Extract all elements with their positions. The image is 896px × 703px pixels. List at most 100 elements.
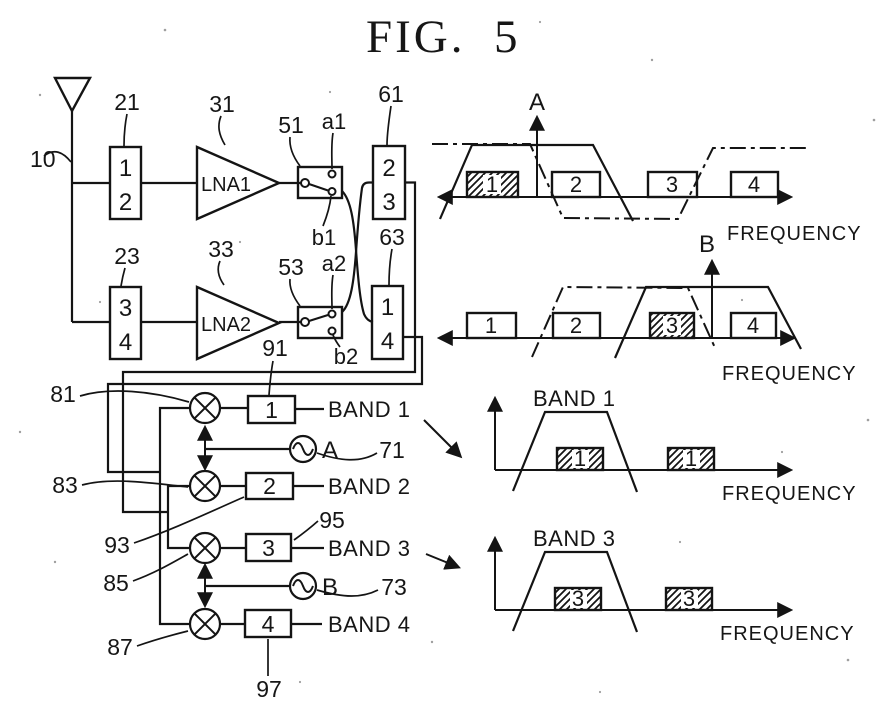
antenna-icon xyxy=(53,76,93,322)
band1-plot-pointer xyxy=(423,419,463,459)
filter-63-band-4: 4 xyxy=(381,328,394,355)
if-band1-plot: 1 1 BAND 1 FREQUENCY xyxy=(487,386,857,505)
ref-87-label: 87 xyxy=(107,634,133,660)
duplexer-23-band-3: 3 xyxy=(119,295,132,322)
if-band3-title: BAND 3 xyxy=(533,526,615,551)
filter-61-band-3: 3 xyxy=(382,189,395,216)
ref-b2-leader xyxy=(332,334,341,348)
ref-21-label: 21 xyxy=(114,89,140,115)
if-filter-95-num: 3 xyxy=(262,535,275,561)
if-filter-93-num: 2 xyxy=(263,473,276,499)
spectrum-b-band-2-num: 2 xyxy=(570,313,582,338)
filter-63-band-1: 1 xyxy=(381,294,394,321)
spectrum-a-band-1: 1 xyxy=(465,170,520,199)
spectrum-b-band-3-num: 3 xyxy=(666,313,678,338)
spectrum-b-marker-label: B xyxy=(699,231,715,258)
if-band3-plot: 3 3 BAND 3 FREQUENCY xyxy=(487,526,855,645)
mixer-83 xyxy=(188,469,222,503)
ref-81-leader xyxy=(79,390,190,403)
ref-33-label: 33 xyxy=(208,236,234,262)
ref-63-leader xyxy=(388,248,393,286)
if-filter-97: 4 xyxy=(243,608,293,639)
duplexer-filter-21: 1 2 xyxy=(108,145,143,221)
ref-83-label: 83 xyxy=(52,472,78,498)
ref-91-leader xyxy=(268,360,274,396)
ref-85-label: 85 xyxy=(103,570,129,596)
spectrum-a-xlabel: FREQUENCY xyxy=(727,223,862,245)
if-band3-filter-response xyxy=(511,550,639,633)
if-filter-97-num: 4 xyxy=(262,611,275,637)
ref-b1-label: b1 xyxy=(312,225,336,250)
ref-93-leader xyxy=(133,496,245,544)
spectrum-b-band-3: 3 xyxy=(648,311,696,340)
if-band3-block-1: 3 xyxy=(553,586,603,612)
mixer-output-wires xyxy=(220,406,324,626)
spectrum-a-plot: A 1 2 3 4 FREQUENCY xyxy=(432,89,862,245)
antenna-ref-leader xyxy=(43,150,72,163)
spectrum-b-band-4-num: 4 xyxy=(747,313,759,338)
lna1-label: LNA1 xyxy=(201,174,251,196)
band3-output-label: BAND 3 xyxy=(328,536,410,561)
spectrum-a-solid-response xyxy=(438,143,634,222)
if-filter-91-num: 1 xyxy=(265,397,278,423)
duplexer-filter-23: 3 4 xyxy=(108,285,143,361)
spectrum-b-band-1: 1 xyxy=(465,311,518,340)
osc-b-label: B xyxy=(322,574,338,601)
spectrum-b-band-1-num: 1 xyxy=(485,313,497,338)
switch-53 xyxy=(296,305,344,340)
mixer-85 xyxy=(188,531,222,565)
if-band1-block-1: 1 xyxy=(555,446,605,472)
ref-63-label: 63 xyxy=(379,224,405,250)
ref-b2-label: b2 xyxy=(334,344,358,369)
lna2-amplifier: LNA2 xyxy=(195,285,282,361)
ref-a1-leader xyxy=(330,132,334,170)
ref-33-leader xyxy=(217,260,225,286)
ref-51-leader xyxy=(289,136,301,167)
antenna-ref-label: 10 xyxy=(30,146,56,172)
switch-51 xyxy=(296,165,344,200)
ref-83-leader xyxy=(81,480,189,488)
ref-b1-leader xyxy=(322,195,332,227)
spectrum-a-band-3-num: 3 xyxy=(666,172,678,197)
spectrum-a-band-3: 3 xyxy=(646,170,699,199)
if-band1-title: BAND 1 xyxy=(533,386,615,411)
ref-a2-leader xyxy=(330,274,334,310)
if-band3-xlabel: FREQUENCY xyxy=(720,623,855,645)
ref-91-label: 91 xyxy=(262,335,288,361)
ref-73-leader xyxy=(316,589,379,597)
spectrum-b-band-2: 2 xyxy=(551,311,602,340)
spectrum-a-band-1-num: 1 xyxy=(486,172,498,197)
lna2-label: LNA2 xyxy=(201,314,251,336)
bus-filter63-to-mixers xyxy=(106,335,424,626)
if-band1-xlabel: FREQUENCY xyxy=(722,483,857,505)
figure-title: FIG. 5 xyxy=(366,11,521,63)
oscillator-b xyxy=(197,562,318,609)
duplexer-21-band-2: 2 xyxy=(119,189,132,216)
osc-a-label: A xyxy=(322,437,338,464)
oscillator-a xyxy=(197,424,318,472)
ref-93-label: 93 xyxy=(104,532,130,558)
mixer-81 xyxy=(188,391,222,425)
spectrum-b-band-4: 4 xyxy=(729,311,778,340)
lna1-amplifier: LNA1 xyxy=(195,145,282,221)
if-band1-block-1-num: 1 xyxy=(574,446,586,471)
ref-21-leader xyxy=(123,113,128,147)
ref-a1-label: a1 xyxy=(322,109,346,134)
ref-23-leader xyxy=(120,267,126,287)
if-filter-95: 3 xyxy=(244,532,293,563)
mixer-87 xyxy=(188,607,222,641)
duplexer-21-band-1: 1 xyxy=(119,155,132,182)
if-band1-block-2: 1 xyxy=(666,446,716,472)
spectrum-a-dashdot-response xyxy=(432,143,806,221)
spectrum-b-solid-response xyxy=(613,285,802,359)
figure-title-word: FIG. xyxy=(366,11,465,63)
scan-noise xyxy=(18,20,876,694)
figure-title-number: 5 xyxy=(494,11,521,63)
ref-61-leader xyxy=(386,105,392,146)
ref-73-label: 73 xyxy=(381,574,407,600)
ref-a2-label: a2 xyxy=(322,251,346,276)
band-filter-61: 2 3 xyxy=(371,144,407,221)
if-filter-93: 2 xyxy=(244,471,295,501)
